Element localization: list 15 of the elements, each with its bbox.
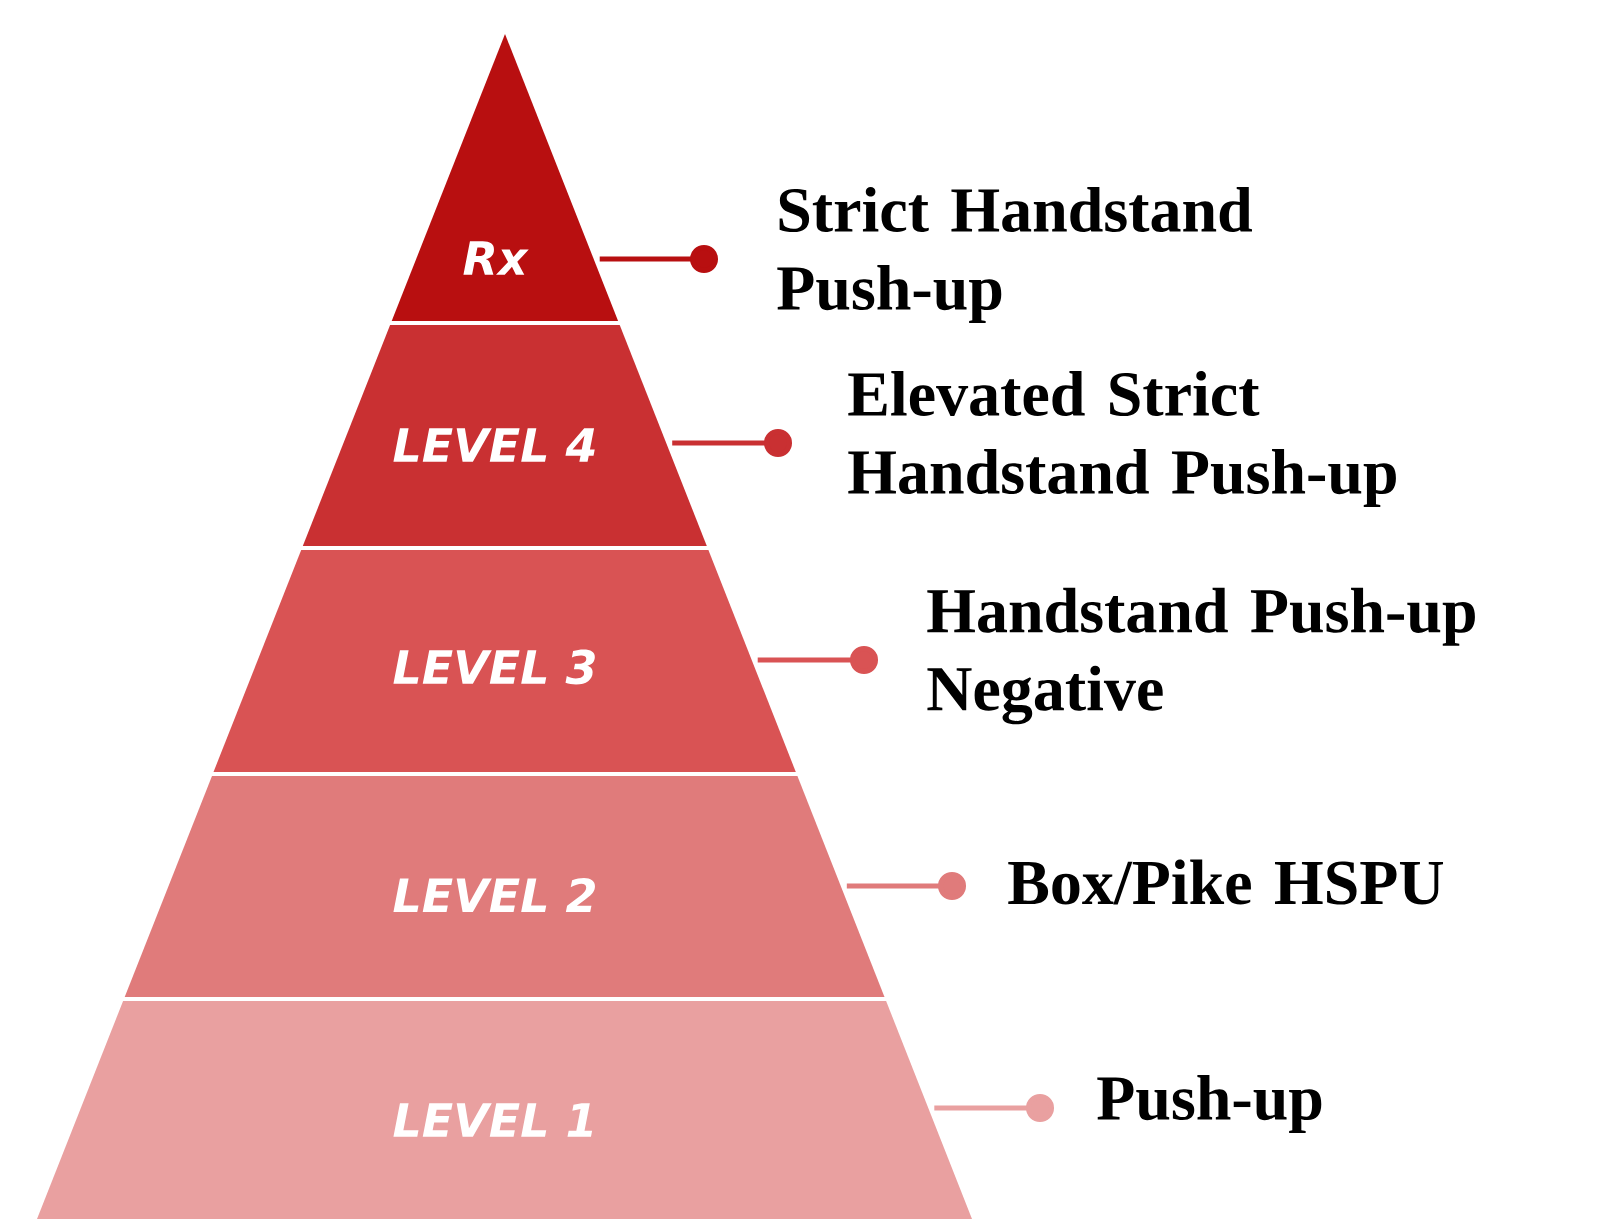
exercise-label: Elevated Strict Handstand Push-up: [848, 370, 1396, 507]
connector-line: [599, 245, 718, 273]
connector-line: [672, 429, 792, 457]
exercise-label: Box/Pike HSPU: [1008, 859, 1443, 905]
exercise-label: Strict Handstand Push-up: [777, 186, 1252, 323]
pyramid-level: Rx: [391, 34, 619, 321]
connector-line: [846, 872, 966, 900]
pyramid-level: LEVEL 2: [124, 776, 885, 997]
exercise-label: Handstand Push-up Negative: [927, 587, 1475, 725]
connector-line: [934, 1094, 1054, 1122]
pyramid-level: LEVEL 3: [213, 550, 796, 772]
pyramid-level: LEVEL 4: [302, 325, 707, 546]
pyramid-level: LEVEL 1: [37, 1001, 972, 1219]
connector-line: [757, 646, 878, 674]
exercise-label: Push-up: [1097, 1074, 1322, 1133]
